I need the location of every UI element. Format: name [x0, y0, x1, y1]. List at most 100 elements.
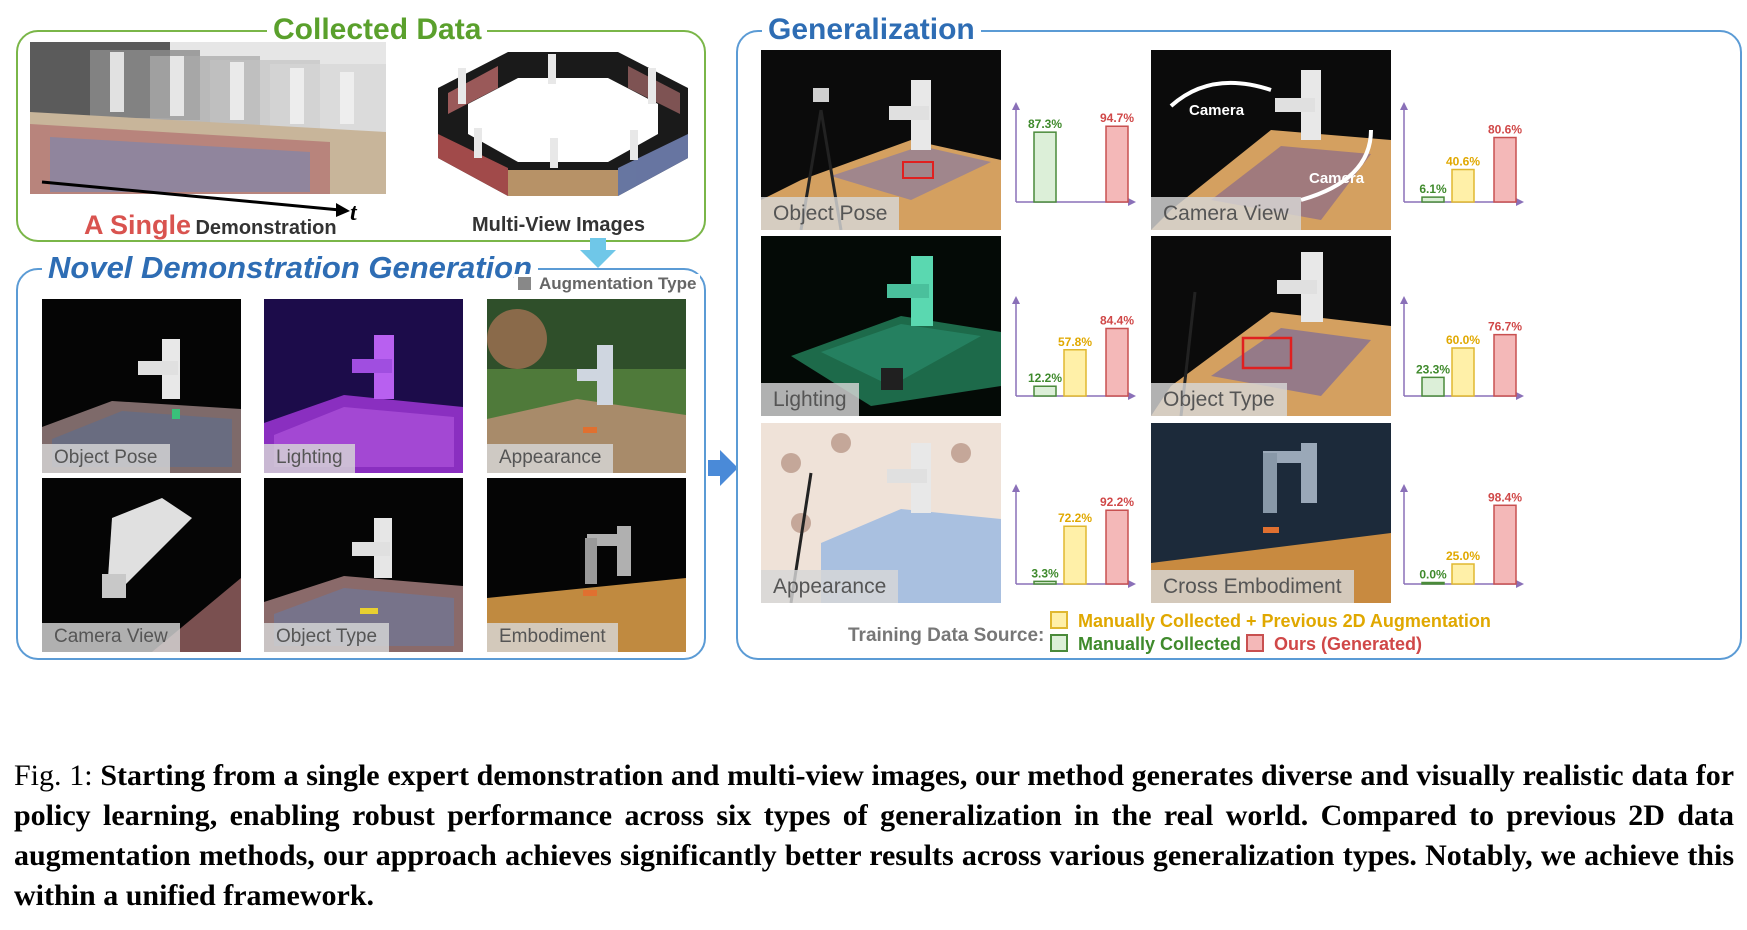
- chart-appearance: 3.3%72.2%92.2%: [1012, 482, 1136, 588]
- chart-object-pose: 87.3% 94.7%: [1012, 100, 1136, 206]
- bar-value-label-manual: 87.3%: [1028, 117, 1062, 131]
- gen-photo-lighting: Lighting: [761, 236, 1001, 416]
- demonstration-word: Demonstration: [195, 217, 337, 239]
- gen-photo-object-pose: Object Pose: [761, 50, 1001, 230]
- bar-ours: [1105, 125, 1129, 203]
- caption-text: Starting from a single expert demonstrat…: [14, 759, 1735, 912]
- camera-label-1: Camera: [1189, 102, 1245, 119]
- bar-prev: [1451, 563, 1475, 585]
- tile-object-type: Object Type: [264, 478, 463, 652]
- bar-prev: [1451, 347, 1475, 397]
- bar-value-label-ours: 94.7%: [1100, 111, 1134, 125]
- bar-manual: [1421, 196, 1445, 203]
- time-label: t: [350, 200, 357, 226]
- chart-svg-cross-embodiment: 0.0%25.0%98.4%: [1400, 484, 1524, 588]
- chart-object-type: 23.3% 60.0% 76.7%: [1400, 294, 1524, 400]
- gen-photo-object-type: Object Type: [1151, 236, 1391, 416]
- time-arrow: [41, 180, 350, 217]
- camera-label-2: Camera: [1309, 170, 1365, 187]
- multi-view-images-label: Multi-View Images: [472, 214, 646, 236]
- gen-photo-lighting-label: Lighting: [761, 383, 859, 416]
- bar-prev: [1451, 168, 1475, 203]
- legend-ours-text: Ours (Generated): [1274, 634, 1423, 654]
- bar-value-label-prev: 25.0%: [1446, 549, 1480, 563]
- bar-value-label-manual: 6.1%: [1419, 182, 1447, 196]
- right-arrow: [708, 450, 738, 486]
- bar-manual: [1033, 131, 1057, 203]
- chart-svg-lighting: 12.2%57.8%84.4%: [1012, 296, 1136, 400]
- augmentation-swatch: [518, 277, 531, 290]
- generalization-title: Generalization: [762, 12, 981, 48]
- gen-photo-appearance-label: Appearance: [761, 570, 899, 603]
- bar-ours: [1493, 504, 1517, 585]
- gen-photo-camera-view: Camera Camera Camera View: [1151, 50, 1391, 230]
- tile-appearance: Appearance: [487, 299, 686, 473]
- tile-lighting: Lighting: [264, 299, 463, 473]
- legend-manual-text: Manually Collected: [1078, 634, 1242, 654]
- tile-object-pose: Object Pose: [42, 299, 241, 473]
- single-demonstration-label: A Single Demonstration: [84, 210, 337, 241]
- bar-ours: [1493, 136, 1517, 203]
- bar-ours: [1105, 509, 1129, 585]
- x-axis-arrowhead: [1516, 198, 1524, 206]
- tile-camera-view-label: Camera View: [42, 623, 180, 652]
- caption-lead: Fig. 1:: [14, 759, 93, 792]
- legend-prev-text: Manually Collected + Previous 2D Augment…: [1078, 611, 1491, 631]
- gen-photo-appearance: Appearance: [761, 423, 1001, 603]
- tile-embodiment: Embodiment: [487, 478, 686, 652]
- y-axis-arrowhead: [1400, 484, 1408, 492]
- gen-photo-cross-embodiment-label: Cross Embodiment: [1151, 570, 1354, 603]
- tile-lighting-label: Lighting: [264, 444, 355, 473]
- gen-photo-object-pose-label: Object Pose: [761, 197, 900, 230]
- bar-manual: [1421, 581, 1445, 585]
- legend-manual: Manually Collected: [1050, 634, 1241, 655]
- bar-prev: [1063, 525, 1087, 585]
- chart-camera-view: 6.1% 40.6% 80.6%: [1400, 100, 1524, 206]
- bar-value-label-prev: 57.8%: [1058, 335, 1092, 349]
- single-word: A Single: [84, 210, 192, 240]
- chart-svg-camera-view: 6.1% 40.6% 80.6%: [1400, 102, 1524, 206]
- bar-value-label-prev: 60.0%: [1446, 333, 1480, 347]
- augmentation-type-legend: Augmentation Type: [514, 274, 701, 294]
- bar-prev: [1063, 349, 1087, 397]
- down-arrow: [580, 238, 616, 268]
- y-axis-arrowhead: [1012, 296, 1020, 304]
- bar-value-label-manual: 3.3%: [1031, 566, 1059, 580]
- figure-caption: Fig. 1: Starting from a single expert de…: [14, 756, 1734, 916]
- y-axis-arrowhead: [1012, 484, 1020, 492]
- gen-photo-object-type-label: Object Type: [1151, 383, 1287, 416]
- x-axis-arrowhead: [1128, 580, 1136, 588]
- bar-manual: [1033, 385, 1057, 397]
- legend-ours-swatch: [1246, 634, 1264, 652]
- chart-svg-object-pose: 87.3% 94.7%: [1012, 102, 1136, 206]
- chart-svg-appearance: 3.3%72.2%92.2%: [1012, 484, 1136, 588]
- bar-value-label-ours: 80.6%: [1488, 123, 1522, 137]
- bar-value-label-ours: 98.4%: [1488, 490, 1522, 504]
- x-axis-arrowhead: [1128, 198, 1136, 206]
- tile-appearance-label: Appearance: [487, 444, 614, 473]
- y-axis-arrowhead: [1400, 102, 1408, 110]
- legend-prev-swatch: [1050, 611, 1068, 629]
- single-demo-frames-image: [30, 42, 386, 194]
- tile-embodiment-label: Embodiment: [487, 623, 618, 652]
- gen-photo-cross-embodiment: Cross Embodiment: [1151, 423, 1391, 603]
- legend-ours: Ours (Generated): [1246, 634, 1422, 655]
- bar-value-label-ours: 76.7%: [1488, 320, 1522, 334]
- tile-object-type-label: Object Type: [264, 623, 390, 652]
- bar-value-label-manual: 23.3%: [1416, 362, 1450, 376]
- bar-value-label-prev: 40.6%: [1446, 155, 1480, 169]
- novel-generation-title: Novel Demonstration Generation: [42, 250, 539, 286]
- bar-manual: [1033, 580, 1057, 585]
- x-axis-arrowhead: [1516, 392, 1524, 400]
- y-axis-arrowhead: [1400, 296, 1408, 304]
- bar-value-label-ours: 84.4%: [1100, 313, 1134, 327]
- y-axis-arrowhead: [1012, 102, 1020, 110]
- multi-view-images-ring: [418, 38, 700, 208]
- bar-ours: [1493, 333, 1517, 397]
- bar-value-label-ours: 92.2%: [1100, 495, 1134, 509]
- tile-camera-view: Camera View: [42, 478, 241, 652]
- tile-object-pose-label: Object Pose: [42, 444, 170, 473]
- augmentation-type-text: Augmentation Type: [539, 274, 697, 293]
- chart-lighting: 12.2%57.8%84.4%: [1012, 294, 1136, 400]
- bar-ours: [1105, 327, 1129, 397]
